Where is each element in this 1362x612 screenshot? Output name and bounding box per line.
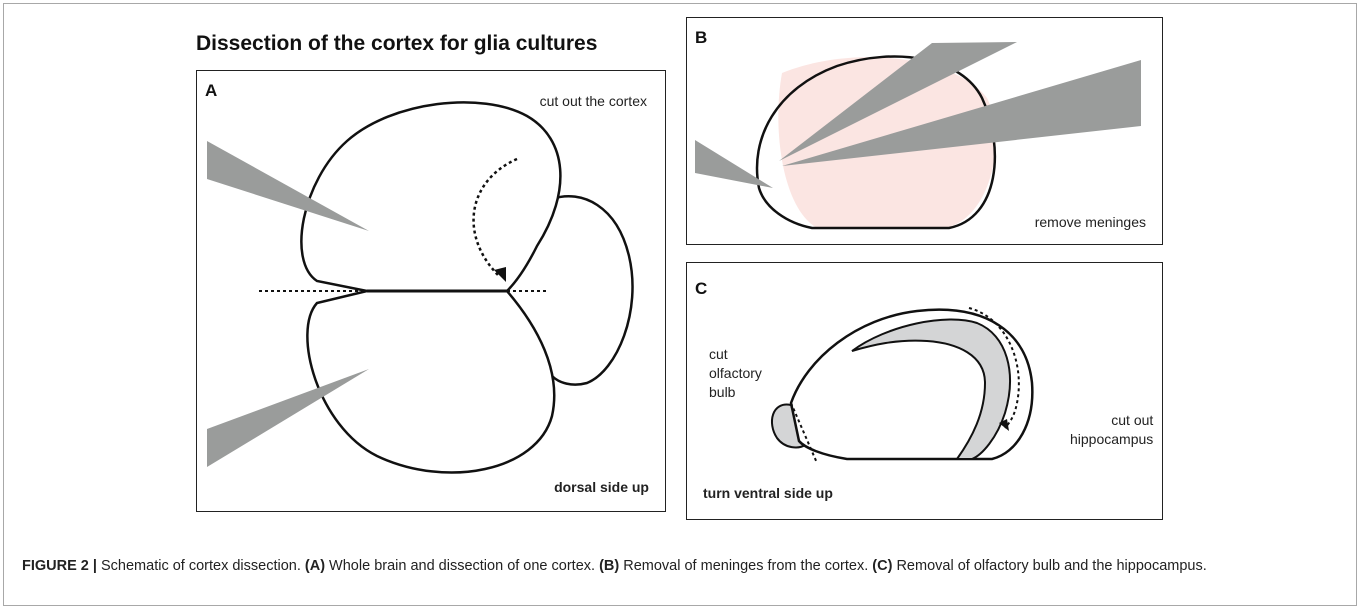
hippocampus: [851, 318, 1011, 460]
panel-a-label: A: [205, 81, 218, 100]
figure-title: Dissection of the cortex for glia cultur…: [196, 32, 598, 55]
panel-c-left-note: cut olfactory bulb: [709, 346, 762, 400]
panel-b: B remove meninges: [686, 17, 1163, 245]
olfactory-cut-line: [790, 402, 818, 464]
caption-intro: Schematic of cortex dissection.: [96, 558, 305, 574]
forceps-bottom: [207, 369, 369, 467]
caption-b-text: Removal of meninges from the cortex.: [619, 558, 873, 574]
panel-a: A cut out the cortex dorsal side up: [196, 70, 666, 512]
panel-a-drawing: [207, 101, 634, 474]
panel-c-bottom-note: turn ventral side up: [703, 485, 833, 501]
forceps-upper: [779, 42, 1017, 161]
caption-b-ref: (B): [599, 558, 620, 574]
forceps-left: [695, 140, 773, 188]
panel-b-drawing: [695, 42, 1141, 230]
panel-c-label: C: [695, 279, 708, 298]
panel-a-bottom-note: dorsal side up: [554, 479, 649, 495]
panel-a-top-note: cut out the cortex: [539, 93, 647, 109]
olfactory-bulb: [771, 403, 807, 449]
hippocampus-cut-arrow-head: [999, 419, 1009, 431]
caption-c-ref: (C): [872, 558, 893, 574]
figure-frame: [3, 3, 1357, 606]
panel-b-label: B: [695, 28, 708, 47]
cut-arrow-head: [494, 267, 506, 282]
cortex-outline: [755, 55, 997, 230]
panel-c-drawing: [771, 307, 1034, 464]
panel-c: C cut olfactory bulb cut out hippocampus…: [686, 262, 1163, 520]
cerebellum-outline: [551, 195, 634, 386]
forceps-lower: [782, 60, 1141, 166]
caption-fig-label: FIGURE 2 |: [22, 558, 97, 574]
caption-c-text: Removal of olfactory bulb and the hippoc…: [892, 558, 1207, 574]
caption-a-ref: (A): [304, 558, 326, 574]
panel-b-note: remove meninges: [1034, 214, 1146, 230]
panel-c-right-note: cut out hippocampus: [1070, 412, 1154, 447]
lower-hemisphere-outline: [306, 289, 556, 474]
upper-hemisphere-outline: [300, 101, 562, 293]
forceps-top: [207, 141, 369, 231]
caption-a-text: Whole brain and dissection of one cortex…: [325, 558, 600, 574]
figure-caption: FIGURE 2 | Schematic of cortex dissectio…: [22, 556, 1342, 576]
